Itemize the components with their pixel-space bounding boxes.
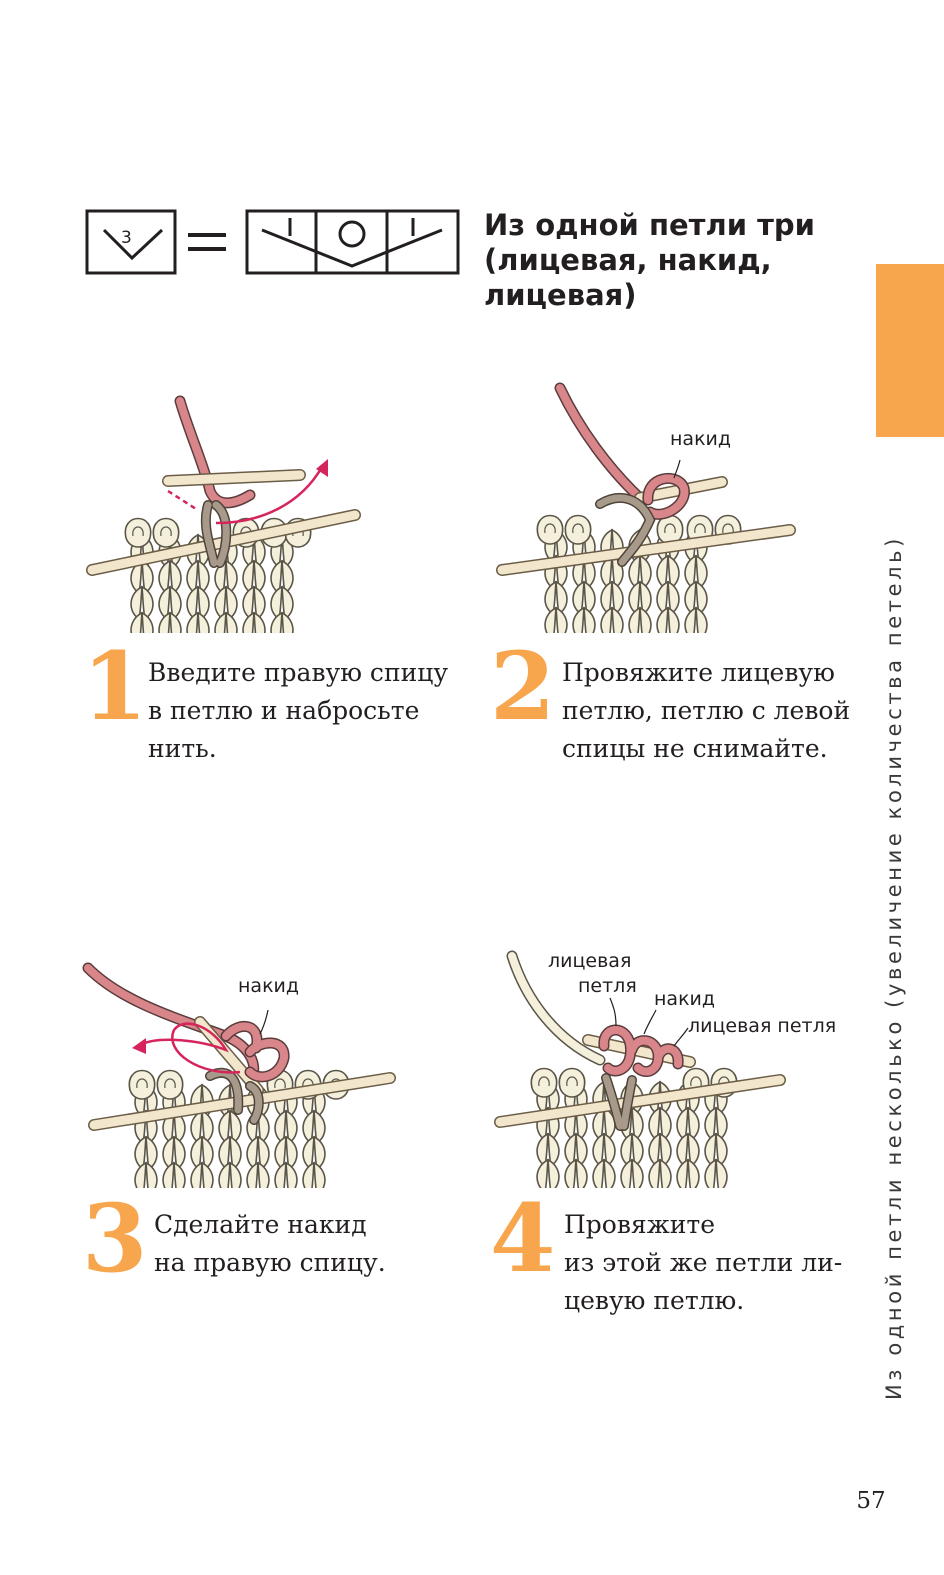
step-1-line-3: нить. — [148, 734, 217, 763]
step-4-number: 4 — [490, 1184, 556, 1294]
title-line-2: (лицевая, накид, — [484, 243, 772, 277]
symbol-one-into-three: 3 — [85, 209, 177, 275]
step-1-line-1: Введите правую спицу — [148, 658, 449, 687]
equals-sign-icon — [188, 233, 226, 251]
label-knit-stitch-left-2: петля — [578, 975, 637, 997]
step-3-illustration — [82, 962, 396, 1195]
step-3-line-1: Сделайте накид — [154, 1210, 367, 1239]
step-2-line-3: спицы не снимайте. — [562, 734, 828, 763]
step-2-line-2: петлю, петлю с левой — [562, 696, 851, 725]
step-4-line-1: Провяжите — [564, 1210, 715, 1239]
title-line-1: Из одной петли три — [484, 208, 815, 242]
step-3-text: Сделайте накид на правую спицу. — [154, 1206, 386, 1282]
step-4-line-3: цевую петлю. — [564, 1286, 745, 1315]
step-2-text: Провяжите лицевую петлю, петлю с левой с… — [562, 654, 850, 768]
step-2-illustration — [496, 382, 796, 640]
step-1-number: 1 — [82, 632, 148, 742]
step-3-number: 3 — [82, 1184, 148, 1294]
label-yarnover-step2: накид — [670, 428, 732, 450]
label-yarnover-step3: накид — [238, 975, 300, 997]
step-4-text: Провяжите из этой же петли ли- цевую пет… — [564, 1206, 842, 1320]
step-2-number: 2 — [490, 632, 556, 742]
title-line-3: лицевая) — [484, 278, 637, 312]
stitch-symbol-diagram: 3 — [85, 209, 460, 275]
label-knit-stitch-right: лицевая петля — [688, 1015, 837, 1037]
side-running-title: Из одной петли несколько (увеличение кол… — [882, 535, 906, 1400]
symbol-knit-yo-knit — [245, 209, 460, 275]
step-3-line-2: на правую спицу. — [154, 1248, 386, 1277]
step-1-line-2: в петлю и набросьте — [148, 696, 420, 725]
symbol-number: 3 — [121, 228, 132, 248]
step-1-text: Введите правую спицу в петлю и набросьте… — [148, 654, 448, 768]
page-title: Из одной петли три (лицевая, накид, лице… — [484, 208, 844, 313]
step-2-line-1: Провяжите лицевую — [562, 658, 835, 687]
label-yarnover-step4: накид — [654, 988, 716, 1010]
page-number: 57 — [856, 1488, 886, 1514]
section-tab — [876, 264, 944, 437]
step-4-line-2: из этой же петли ли- — [564, 1248, 843, 1277]
step-1-illustration — [86, 395, 361, 640]
label-knit-stitch-left-1: лицевая — [548, 950, 632, 972]
step-4-illustration — [494, 950, 786, 1195]
